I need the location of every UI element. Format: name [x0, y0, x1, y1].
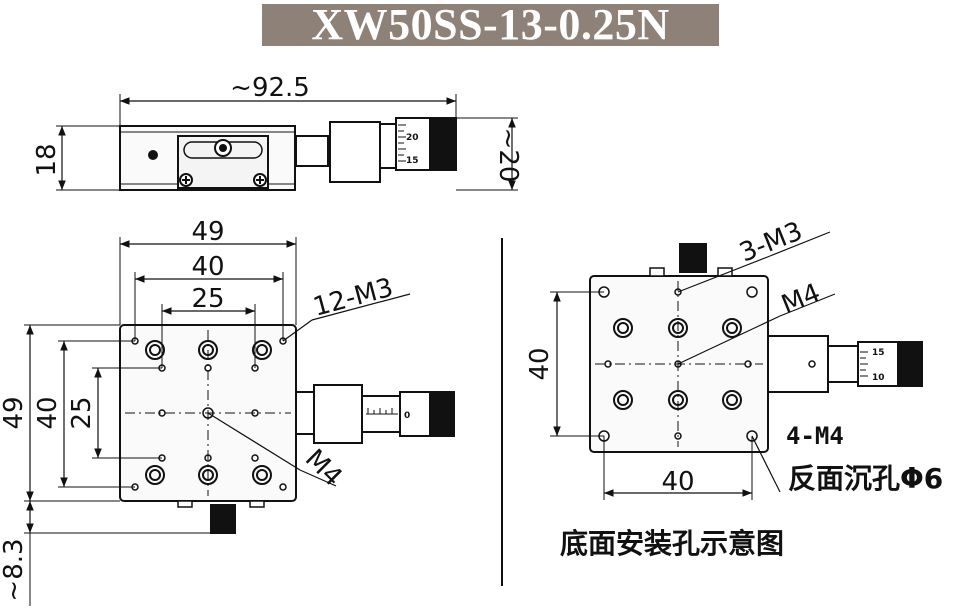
top-counterbore-holes [145, 340, 272, 485]
top-holes-label: 12-M3 [310, 273, 396, 323]
bottom-counterbore-holes [613, 318, 742, 410]
bottom-view-caption: 底面安装孔示意图 [560, 527, 784, 560]
side-scale-15: 15 [406, 156, 419, 166]
top-tapped-holes [131, 337, 287, 491]
length-dim-label: ~92.5 [230, 73, 310, 103]
side-scale-20: 20 [406, 133, 419, 143]
title-banner: XW50SS-13-0.25N [262, 0, 719, 49]
top-view [24, 237, 455, 606]
left-height-40-label: 40 [33, 396, 63, 429]
top-scale-0: 0 [404, 411, 410, 421]
bottom-view [550, 231, 923, 500]
model-title: XW50SS-13-0.25N [311, 0, 670, 49]
top-center-label: M4 [299, 444, 348, 493]
bottom-holes-label: 3-M3 [735, 216, 806, 268]
bottom-scale-10: 10 [872, 373, 885, 383]
bottom-vertical-40-label: 40 [525, 347, 555, 380]
bottom-offset-label: ~8.3 [0, 538, 29, 601]
bottom-scale-15: 15 [872, 348, 885, 358]
right-height-dim-label: ~20 [493, 128, 523, 183]
top-width-25-label: 25 [191, 284, 224, 314]
counterbore-label: 反面沉孔Φ6 [788, 462, 943, 495]
side-view [56, 94, 518, 191]
height-dim-label: 18 [32, 143, 62, 176]
bottom-horizontal-40-label: 40 [661, 467, 694, 497]
corner-holes-label: 4-M4 [786, 422, 844, 450]
left-height-25-label: 25 [67, 396, 97, 429]
top-width-49-label: 49 [191, 217, 224, 247]
top-width-40-label: 40 [191, 252, 224, 282]
left-height-49-label: 49 [0, 396, 29, 429]
